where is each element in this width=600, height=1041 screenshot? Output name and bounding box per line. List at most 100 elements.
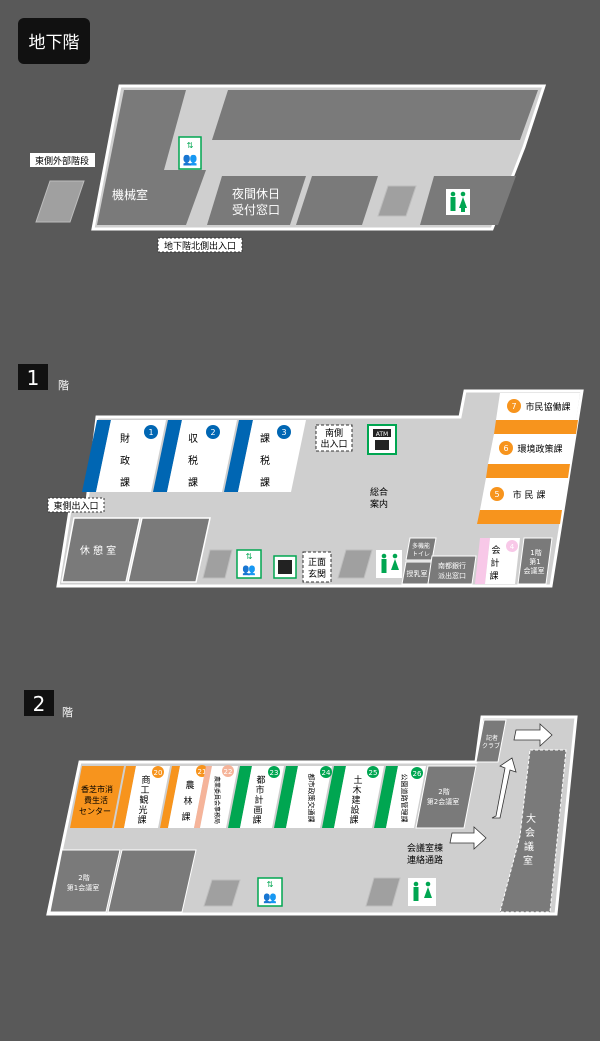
floor1-meeting-2: 第1	[529, 557, 540, 566]
floor1-bank-1: 南都銀行	[438, 561, 466, 570]
restroom-icon-f1-male-body	[381, 559, 387, 573]
floor1-dept3-name-0: 課	[260, 432, 270, 445]
basement-room-top	[212, 90, 538, 140]
elevator-icon	[178, 136, 202, 170]
basement-title: 地下階	[29, 33, 80, 53]
label-machine-room: 機械室	[112, 187, 148, 202]
floor2-arrow-right-mid	[449, 826, 487, 850]
restroom-icon-f1	[376, 550, 402, 578]
phone-icon-body	[278, 560, 292, 574]
restroom-icon-f1-female-body	[391, 559, 399, 570]
floor2-dept21-num: 21	[198, 768, 207, 776]
floor1-dept2-room	[167, 420, 237, 492]
floor2-dept23-n4: 課	[252, 814, 261, 826]
floor1-dept6-num: 6	[503, 444, 508, 453]
floor1-dept6-room	[488, 434, 576, 464]
floor2-dept26-num: 26	[413, 770, 422, 778]
floor1-info-1: 総合	[370, 486, 388, 498]
label-east-stairs: 東側外部階段	[35, 155, 89, 167]
floor2-dept24-name: 都市政策交通課	[307, 774, 316, 823]
floor1-dept6-name: 環境政策課	[517, 443, 562, 455]
floor2-dept21-room	[168, 766, 206, 828]
floor2-hall-3: 室	[523, 854, 533, 867]
floor1-info-2: 案内	[370, 498, 388, 510]
floor1-east-exit-label: 東側出入口	[53, 500, 98, 512]
floor2-dept20-n3: 光	[138, 804, 147, 816]
floor1-dept7-name: 市民協働課	[525, 401, 570, 413]
floor1-badge-number: 1	[27, 366, 40, 390]
floor1-kaikei-name-0: 会	[491, 544, 500, 556]
floor2-dept25-room	[334, 766, 384, 828]
floor2-dept20-n1: 工	[140, 786, 149, 796]
floor1-dept2-num: 2	[210, 428, 215, 437]
floor1-meeting-1: 1階	[530, 548, 541, 557]
floor2: 2 階 香芝市消 費生活 センター 20 商 工 観 光 課 21 農 林 課 …	[24, 690, 578, 916]
floor2-dept20-room	[124, 766, 170, 828]
floor2-badge	[24, 690, 54, 716]
floor2-dept25-n4: 課	[349, 814, 358, 826]
elevator-icon-f1-arrows: ⇅	[246, 552, 253, 561]
floor1-dept3-name-1: 税	[260, 454, 270, 467]
basement-room-machine	[97, 90, 206, 225]
floor1-front-2: 玄関	[308, 568, 326, 580]
floor1-dept6-badge	[499, 441, 513, 455]
label-night-2: 受付窓口	[232, 202, 280, 217]
restroom-icon-f2	[408, 878, 436, 906]
floor1-front-1: 正面	[308, 557, 326, 568]
floor1-dept7-num: 7	[511, 402, 516, 411]
atm-icon-body	[375, 440, 389, 450]
floor2-meeting2-2: 第2会議室	[427, 797, 459, 806]
basement-floor: 地下階 ⇅ 👥 東側外部階段 機械室 夜間休日 受付窓口 地下階北側出入口	[18, 18, 547, 253]
floor1: 1 階 1 財 政 課 2 収 税 課 3 課 税 課 南側 出入口 ATM	[18, 364, 584, 588]
restroom-female-body	[459, 197, 467, 208]
floor1-stairs-2	[337, 549, 373, 579]
floor1-bank-2: 派出窓口	[438, 571, 466, 580]
elevator-icon-f2-arrows: ⇅	[267, 880, 274, 889]
floor1-rest-room-label: 休 憩 室	[80, 544, 116, 557]
floor2-dept23-room	[240, 766, 284, 828]
floor2-life-center	[70, 766, 124, 828]
floor1-dept2-name-0: 収	[188, 433, 198, 445]
floor1-dept2-name-2: 課	[188, 476, 198, 489]
floor1-dept5-room	[480, 478, 568, 510]
floor2-dept26-room	[386, 766, 426, 828]
floor1-front-entrance	[302, 551, 332, 583]
elevator-icon-f2-people: 👥	[263, 891, 277, 904]
floor2-corridor-2: 連絡通路	[407, 854, 443, 866]
floor1-dept1-stripe	[82, 420, 111, 492]
floor2-suffix: 階	[62, 705, 73, 719]
floor1-east-exit	[47, 497, 105, 513]
floor1-dept5-badge	[490, 487, 504, 501]
floor2-stairs-1	[203, 879, 241, 907]
floor1-dept3-stripe	[224, 420, 253, 492]
floor1-dept1-name-0: 財	[120, 432, 130, 445]
floor2-dept23-stripe	[228, 766, 252, 828]
floor1-dept6-stripe	[486, 464, 570, 478]
floor1-dept3-room	[238, 420, 306, 492]
floor1-dept3-name-2: 課	[260, 476, 270, 489]
basement-title-box	[18, 18, 90, 64]
floor2-dept23-n3: 画	[253, 805, 262, 816]
floor1-dept5-stripe	[477, 510, 562, 524]
floor2-press-2: クラブ	[482, 742, 500, 750]
floor2-dept21-n2: 課	[181, 811, 190, 823]
floor1-meeting-room	[517, 537, 553, 585]
floor2-dept26-name: 公園道路管理課	[400, 774, 409, 823]
floor1-multi-toilet-2: トイレ	[412, 551, 430, 558]
floor2-dept22-room	[200, 766, 238, 828]
atm-icon-screen	[373, 429, 391, 437]
floor2-dept24-stripe	[274, 766, 298, 828]
floor2-dept25-badge	[367, 766, 379, 778]
restroom-icon	[446, 189, 470, 215]
floor1-dept1-num: 1	[148, 428, 153, 437]
floor1-dept2-badge	[206, 425, 220, 439]
floor1-south-exit-1: 南側	[325, 427, 343, 439]
floor2-life-center-2: センター	[79, 807, 111, 816]
floor2-dept23-badge	[268, 766, 280, 778]
basement-room-night	[207, 176, 306, 225]
restroom-female-head	[460, 191, 466, 197]
floor2-dept20-num: 20	[154, 769, 163, 777]
floor2-stairs-2	[365, 877, 401, 907]
floor1-kaikei-name-2: 課	[489, 570, 498, 582]
restroom-icon-f2-male-head	[413, 881, 419, 887]
